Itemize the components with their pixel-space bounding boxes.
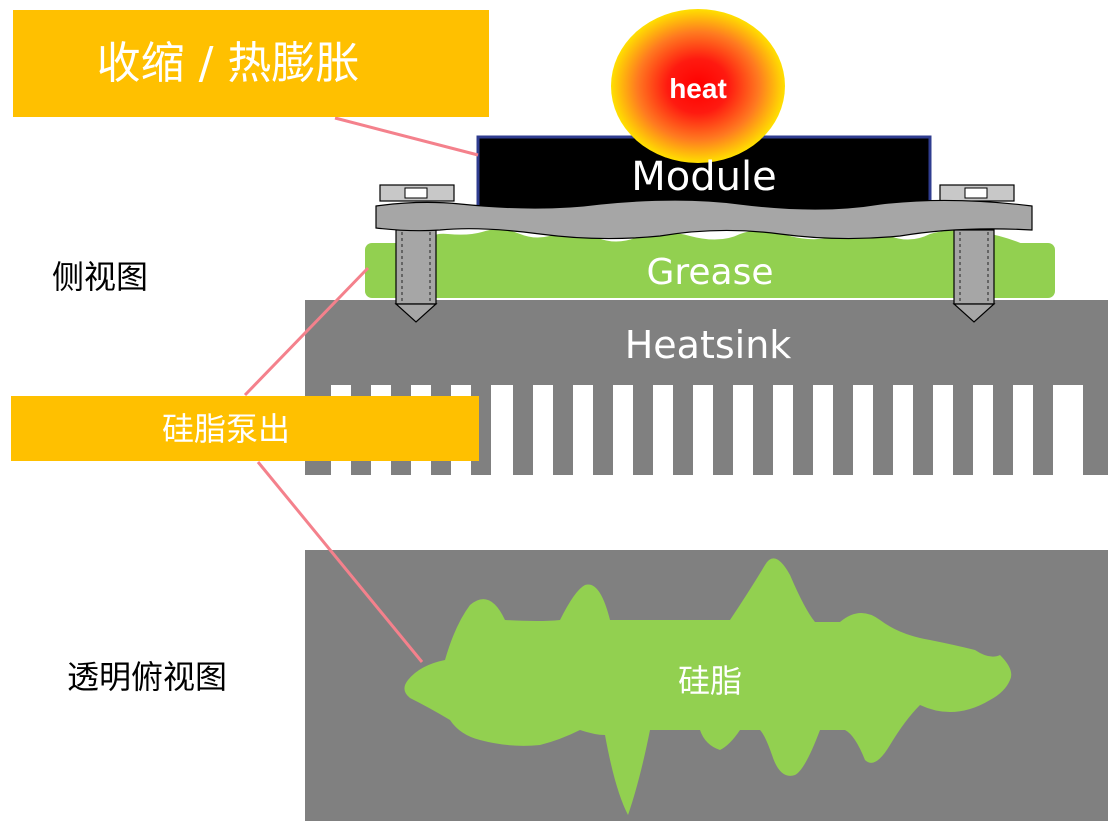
warped-bracket xyxy=(375,199,1033,240)
heat-label: heat xyxy=(669,73,727,104)
callout-shrink-box xyxy=(13,10,489,117)
leader-shrink xyxy=(334,116,479,157)
grease-cn-label: 硅脂 xyxy=(678,662,742,700)
leader-pump-side xyxy=(243,266,370,397)
side-view-label: 侧视图 xyxy=(52,258,148,296)
callout-pump-box xyxy=(11,396,479,461)
grease-label: Grease xyxy=(646,252,773,293)
heatsink-label: Heatsink xyxy=(625,323,792,367)
callout-pump-text: 硅脂泵出 xyxy=(162,410,290,448)
screw-right xyxy=(939,184,1015,323)
module-label: Module xyxy=(631,154,776,200)
callout-shrink-text: 收缩 / 热膨胀 xyxy=(97,38,360,89)
leader-lines xyxy=(243,116,479,663)
grease-layer xyxy=(365,243,1055,298)
grease-spread-shape xyxy=(404,558,1012,815)
heat-blob xyxy=(611,9,785,163)
leader-pump-top xyxy=(256,461,424,663)
top-view-label: 透明俯视图 xyxy=(67,658,227,696)
